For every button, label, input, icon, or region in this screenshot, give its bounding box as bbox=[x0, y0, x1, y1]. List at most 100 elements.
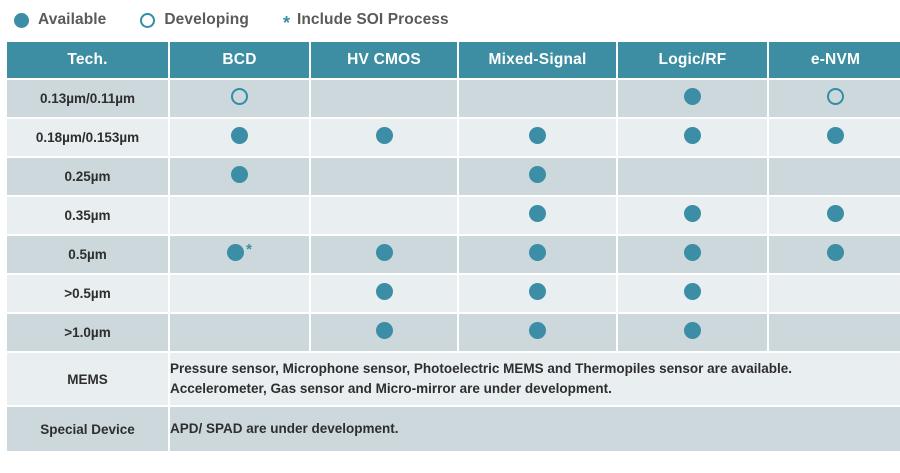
legend: Available Developing * Include SOI Proce… bbox=[0, 0, 900, 40]
cell-logic-rf bbox=[618, 119, 767, 156]
filled-circle-glyph bbox=[684, 282, 701, 300]
filled-circle-glyph bbox=[529, 282, 546, 300]
table-row: >1.0µm bbox=[7, 314, 900, 351]
row-label: >1.0µm bbox=[7, 314, 168, 351]
cell-mixed-signal bbox=[459, 119, 616, 156]
cell-mixed-signal bbox=[459, 158, 616, 195]
row-label-mems: MEMS bbox=[7, 353, 168, 405]
cell-hv-cmos bbox=[311, 197, 457, 234]
cell-logic-rf bbox=[618, 80, 767, 117]
filled-circle-icon bbox=[375, 126, 393, 144]
table-row-special-device: Special Device APD/ SPAD are under devel… bbox=[7, 407, 900, 451]
legend-item-soi: * Include SOI Process bbox=[282, 11, 449, 33]
cell-bcd bbox=[170, 275, 309, 312]
filled-circle-icon bbox=[529, 204, 546, 222]
note-line: Pressure sensor, Microphone sensor, Phot… bbox=[170, 360, 792, 376]
table-row-mems: MEMS Pressure sensor, Microphone sensor,… bbox=[7, 353, 900, 405]
column-header-bcd: BCD bbox=[170, 42, 309, 78]
cell-e-nvm bbox=[769, 80, 900, 117]
asterisk-icon: * bbox=[282, 13, 290, 33]
note-body-mems: Pressure sensor, Microphone sensor, Phot… bbox=[170, 353, 900, 405]
filled-circle-glyph bbox=[529, 204, 546, 222]
column-header-tech: Tech. bbox=[7, 42, 168, 78]
legend-label-soi: Include SOI Process bbox=[296, 11, 449, 28]
cell-hv-cmos bbox=[311, 275, 457, 312]
cell-hv-cmos bbox=[311, 119, 457, 156]
filled-circle-icon bbox=[684, 243, 701, 261]
filled-circle-glyph bbox=[375, 321, 393, 339]
table-row: >0.5µm bbox=[7, 275, 900, 312]
filled-circle-icon bbox=[231, 165, 248, 183]
filled-circle-icon bbox=[684, 204, 701, 222]
filled-circle-icon bbox=[14, 12, 29, 28]
note-line: APD/ SPAD are under development. bbox=[170, 420, 399, 436]
cell-e-nvm bbox=[769, 158, 900, 195]
table-header-row: Tech. BCD HV CMOS Mixed-Signal Logic/RF … bbox=[7, 42, 900, 78]
legend-label-developing: Developing bbox=[164, 11, 249, 28]
cell-logic-rf bbox=[618, 236, 767, 273]
cell-bcd bbox=[170, 80, 309, 117]
column-header-e-nvm: e-NVM bbox=[769, 42, 900, 78]
open-circle-glyph bbox=[827, 87, 844, 105]
filled-circle-icon bbox=[375, 282, 393, 300]
filled-circle-glyph bbox=[529, 165, 546, 183]
cell-mixed-signal bbox=[459, 314, 616, 351]
filled-circle-glyph bbox=[375, 282, 393, 300]
cell-bcd bbox=[170, 197, 309, 234]
filled-circle-icon bbox=[231, 126, 248, 144]
filled-circle-glyph bbox=[227, 243, 245, 261]
filled-circle-icon bbox=[529, 126, 546, 144]
filled-circle-icon bbox=[684, 87, 701, 105]
note-body-special-device: APD/ SPAD are under development. bbox=[170, 407, 900, 451]
filled-circle-glyph bbox=[231, 165, 248, 183]
cell-mixed-signal bbox=[459, 197, 616, 234]
filled-circle-glyph bbox=[529, 243, 546, 261]
cell-mixed-signal bbox=[459, 80, 616, 117]
filled-circle-icon bbox=[827, 243, 844, 261]
table-row: 0.18µm/0.153µm bbox=[7, 119, 900, 156]
filled-circle-icon bbox=[375, 243, 393, 261]
row-label-special-device: Special Device bbox=[7, 407, 168, 451]
filled-circle-glyph bbox=[231, 126, 248, 144]
filled-circle-glyph bbox=[375, 243, 393, 261]
filled-circle-glyph bbox=[684, 243, 701, 261]
filled-circle-icon bbox=[684, 282, 701, 300]
open-circle-icon bbox=[140, 12, 156, 28]
cell-logic-rf bbox=[618, 275, 767, 312]
cell-hv-cmos bbox=[311, 158, 457, 195]
open-circle-icon bbox=[827, 87, 844, 105]
column-header-hv-cmos: HV CMOS bbox=[311, 42, 457, 78]
cell-hv-cmos bbox=[311, 314, 457, 351]
filled-circle-icon bbox=[827, 126, 844, 144]
cell-mixed-signal bbox=[459, 236, 616, 273]
column-header-mixed-signal: Mixed-Signal bbox=[459, 42, 616, 78]
filled-circle-icon-with-asterisk: * bbox=[227, 242, 252, 261]
table-row: 0.35µm bbox=[7, 197, 900, 234]
row-label: 0.35µm bbox=[7, 197, 168, 234]
technology-table: Tech. BCD HV CMOS Mixed-Signal Logic/RF … bbox=[5, 40, 900, 453]
cell-logic-rf bbox=[618, 314, 767, 351]
filled-circle-icon bbox=[827, 204, 844, 222]
cell-bcd bbox=[170, 119, 309, 156]
legend-item-available: Available bbox=[14, 11, 106, 29]
filled-circle-glyph bbox=[684, 204, 701, 222]
cell-hv-cmos bbox=[311, 80, 457, 117]
cell-bcd bbox=[170, 314, 309, 351]
column-header-logic-rf: Logic/RF bbox=[618, 42, 767, 78]
cell-logic-rf bbox=[618, 197, 767, 234]
row-label: 0.25µm bbox=[7, 158, 168, 195]
table-body: 0.13µm/0.11µm 0.18µm/0.153µm 0.25µm bbox=[7, 80, 900, 451]
technology-table-wrapper: Tech. BCD HV CMOS Mixed-Signal Logic/RF … bbox=[0, 40, 900, 453]
row-label: 0.18µm/0.153µm bbox=[7, 119, 168, 156]
cell-e-nvm bbox=[769, 197, 900, 234]
filled-circle-glyph bbox=[684, 126, 701, 144]
cell-e-nvm bbox=[769, 314, 900, 351]
filled-circle-glyph bbox=[375, 126, 393, 144]
row-label: 0.13µm/0.11µm bbox=[7, 80, 168, 117]
open-circle-glyph bbox=[231, 87, 248, 105]
filled-circle-icon bbox=[684, 126, 701, 144]
open-circle-icon bbox=[231, 87, 248, 105]
table-row: 0.13µm/0.11µm bbox=[7, 80, 900, 117]
cell-hv-cmos bbox=[311, 236, 457, 273]
filled-circle-glyph bbox=[827, 243, 844, 261]
